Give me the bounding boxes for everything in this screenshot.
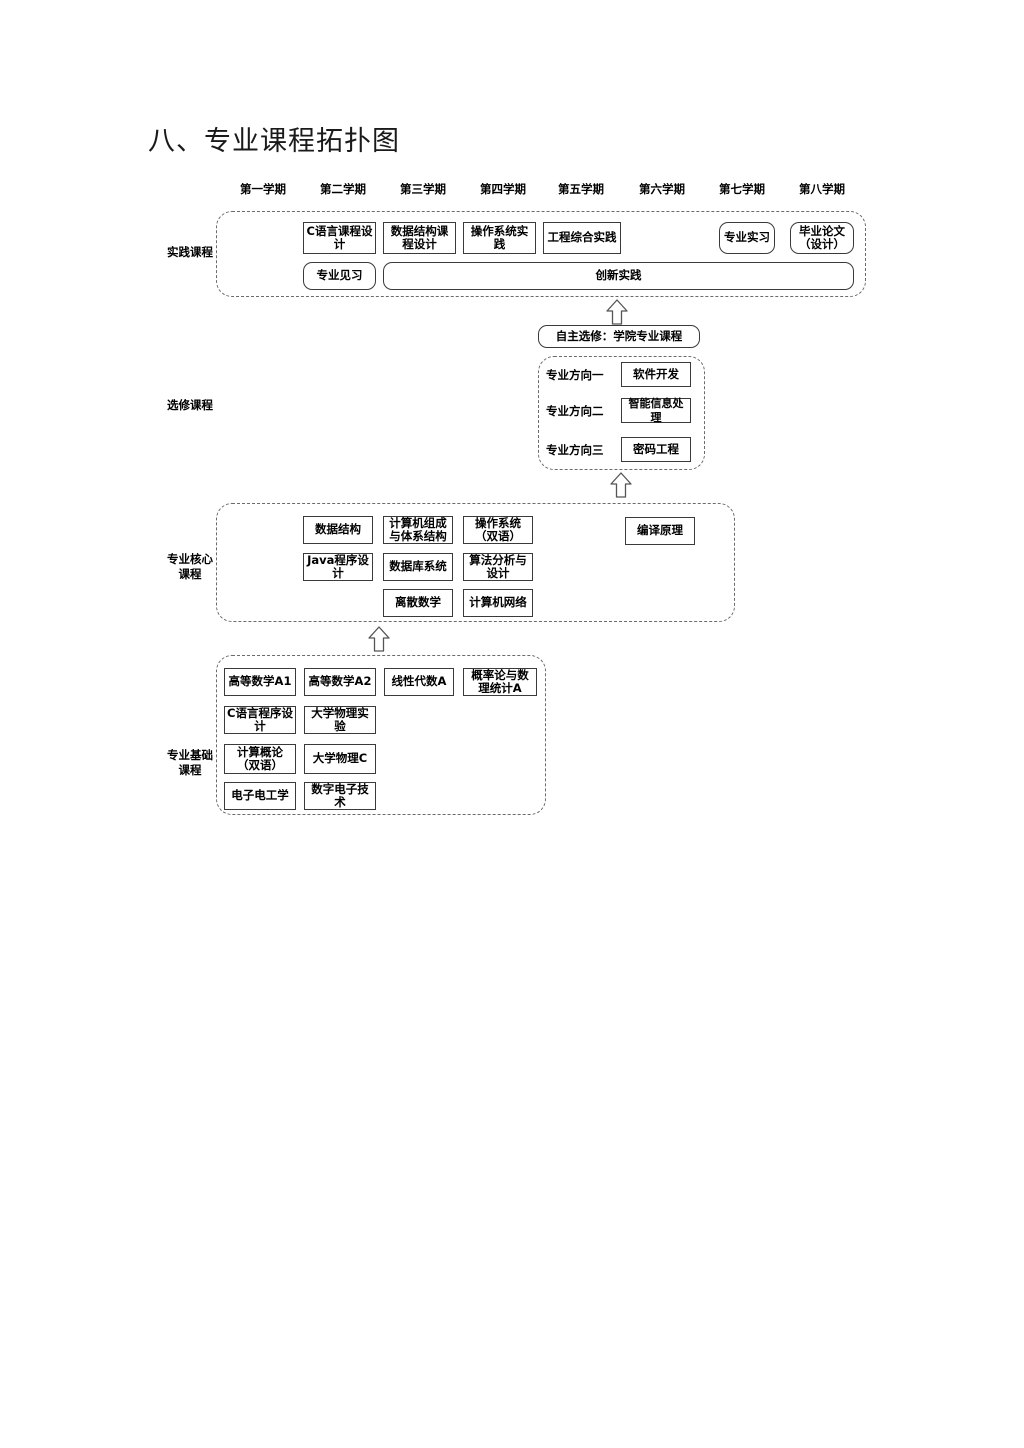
- direction-label-1: 专业方向一: [546, 368, 604, 382]
- core-course-operating-system[interactable]: 操作系统（双语）: [463, 516, 533, 544]
- practice-course-innovation[interactable]: 创新实践: [383, 262, 854, 290]
- practice-course-eng-practice[interactable]: 工程综合实践: [543, 222, 621, 254]
- core-course-java[interactable]: Java程序设计: [303, 553, 373, 581]
- page-title: 八、专业课程拓扑图: [148, 126, 400, 157]
- practice-course-thesis[interactable]: 毕业论文（设计）: [790, 222, 854, 254]
- semester-header-3: 第三学期: [400, 182, 446, 196]
- row-label-core-line1: 专业核心: [167, 552, 213, 566]
- practice-course-observation[interactable]: 专业见习: [303, 262, 376, 290]
- core-course-computer-organization[interactable]: 计算机组成与体系结构: [383, 516, 453, 544]
- semester-header-6: 第六学期: [639, 182, 685, 196]
- direction-course-2[interactable]: 智能信息处理: [621, 397, 691, 424]
- row-label-core: 专业核心 课程: [154, 552, 226, 582]
- semester-header-7: 第七学期: [719, 182, 765, 196]
- core-course-data-structure[interactable]: 数据结构: [303, 516, 373, 544]
- direction-label-2: 专业方向二: [546, 404, 604, 418]
- core-course-database[interactable]: 数据库系统: [383, 553, 453, 581]
- arrow-basic-to-core: [367, 626, 391, 652]
- elective-directions-group: [538, 356, 705, 470]
- semester-header-5: 第五学期: [558, 182, 604, 196]
- basic-courses-group: [216, 655, 546, 815]
- semester-header-4: 第四学期: [480, 182, 526, 196]
- semester-header-2: 第二学期: [320, 182, 366, 196]
- row-label-core-line2: 课程: [178, 567, 202, 581]
- basic-course-probability[interactable]: 概率论与数理统计A: [463, 668, 537, 696]
- arrow-elective-to-practice: [605, 299, 629, 325]
- practice-course-os-practice[interactable]: 操作系统实践: [463, 222, 536, 254]
- core-course-computer-network[interactable]: 计算机网络: [463, 589, 533, 617]
- core-course-discrete-math[interactable]: 离散数学: [383, 589, 453, 617]
- basic-course-physics-c[interactable]: 大学物理C: [304, 744, 376, 774]
- row-label-basic: 专业基础 课程: [154, 748, 226, 778]
- practice-course-ds-design[interactable]: 数据结构课程设计: [383, 222, 456, 254]
- basic-course-c-programming[interactable]: C语言程序设计: [224, 706, 296, 734]
- direction-label-3: 专业方向三: [546, 443, 604, 457]
- core-courses-group: [216, 503, 735, 622]
- practice-course-c-design[interactable]: C语言课程设计: [303, 222, 376, 254]
- row-label-basic-line1: 专业基础: [167, 748, 213, 762]
- basic-course-electronics-ee[interactable]: 电子电工学: [224, 782, 296, 810]
- basic-course-linear-algebra[interactable]: 线性代数A: [384, 668, 454, 696]
- basic-course-advanced-math-a1[interactable]: 高等数学A1: [224, 668, 296, 696]
- row-label-practice: 实践课程: [167, 245, 213, 259]
- row-label-basic-line2: 课程: [178, 763, 202, 777]
- direction-course-1[interactable]: 软件开发: [621, 362, 691, 387]
- elective-self-select-box[interactable]: 自主选修：学院专业课程: [538, 325, 700, 348]
- arrow-core-to-elective: [609, 472, 633, 498]
- semester-header-8: 第八学期: [799, 182, 845, 196]
- practice-course-internship[interactable]: 专业实习: [719, 222, 775, 254]
- core-course-algorithm[interactable]: 算法分析与设计: [463, 553, 533, 581]
- practice-courses-group: [216, 211, 866, 297]
- basic-course-intro-computing[interactable]: 计算概论（双语）: [224, 744, 296, 774]
- row-label-elective: 选修课程: [167, 398, 213, 412]
- core-course-compiler-principles[interactable]: 编译原理: [625, 517, 695, 545]
- basic-course-physics-lab[interactable]: 大学物理实验: [304, 706, 376, 734]
- direction-course-3[interactable]: 密码工程: [621, 437, 691, 462]
- semester-header-1: 第一学期: [240, 182, 286, 196]
- basic-course-advanced-math-a2[interactable]: 高等数学A2: [304, 668, 376, 696]
- basic-course-digital-electronics[interactable]: 数字电子技术: [304, 782, 376, 810]
